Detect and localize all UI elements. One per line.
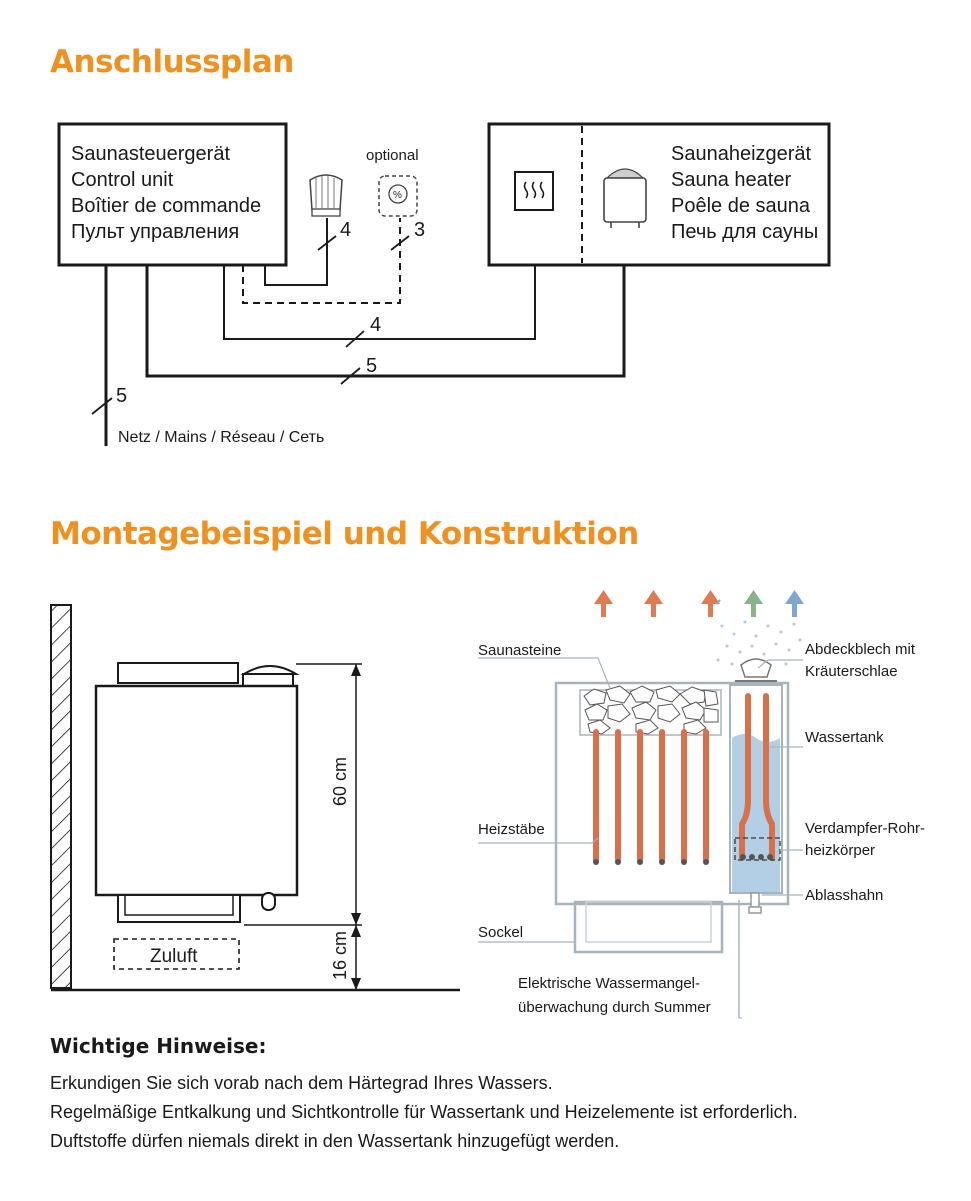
evaporator-label-2: heizkörper: [805, 842, 875, 859]
control-unit-box: [57, 122, 288, 267]
sensor-cable: [264, 218, 328, 286]
link-cable: [223, 265, 536, 340]
steam-dots: [716, 620, 802, 666]
heater-label-de: Saunaheizgerät: [671, 143, 812, 165]
heater-base: [573, 900, 724, 954]
temperature-sensor-icon: [309, 174, 343, 217]
mains-cable-number: 5: [116, 385, 127, 407]
important-notes: Wichtige Hinweise: Erkundigen Sie sich v…: [50, 1034, 930, 1159]
control-unit-label-ru: Пульт управления: [71, 221, 239, 243]
power-cable: [145, 265, 626, 378]
drain-label: Ablasshahn: [805, 887, 883, 904]
evaporator-heater: [739, 693, 775, 861]
heater-side-view: [94, 662, 300, 923]
note-line: Erkundigen Sie sich vorab nach dem Härte…: [50, 1073, 553, 1093]
heating-rods: [593, 729, 709, 865]
control-unit-label-de: Saunasteuergerät: [71, 143, 230, 165]
leader-lines: [478, 657, 803, 1019]
height-upper-label: 60 cm: [330, 757, 350, 806]
water-tank-water: [732, 734, 780, 892]
heat-symbol-icon: [514, 171, 554, 211]
heater-box: [487, 122, 831, 267]
optional-cable-number: 3: [414, 219, 425, 241]
outflow-arrows: [594, 590, 804, 617]
wiring-plan-heading: Anschlussplan: [50, 44, 294, 80]
sauna-stones: [583, 685, 719, 735]
power-cable-number: 5: [366, 355, 377, 377]
height-lower-label: 16 cm: [330, 931, 350, 980]
wall: [50, 604, 72, 989]
notes-title: Wichtige Hinweise:: [50, 1034, 267, 1058]
control-unit-label-en: Control unit: [71, 169, 174, 191]
note-line: Duftstoffe dürfen niemals direkt in den …: [50, 1131, 620, 1151]
mains-label: Netz / Mains / Réseau / Сеть: [118, 429, 324, 446]
mounting-heading: Montagebeispiel und Konstruktion: [50, 516, 639, 552]
evaporator-label-1: Verdampfer-Rohr-: [805, 820, 925, 837]
control-unit-label-fr: Boîtier de commande: [71, 195, 261, 217]
optional-cable: [242, 218, 401, 304]
tank-label: Wassertank: [805, 729, 884, 746]
note-line: Regelmäßige Entkalkung und Sichtkontroll…: [50, 1102, 798, 1122]
svg-text:%: %: [393, 190, 402, 201]
heater-label-en: Sauna heater: [671, 169, 791, 191]
sensor-cable-number: 4: [340, 219, 351, 241]
optional-label: optional: [366, 147, 419, 164]
heater-label-fr: Poêle de sauna: [671, 195, 811, 217]
air-inlet-label: Zuluft: [150, 946, 198, 967]
mounting-diagram: 60 cm 16 cm Zuluft: [50, 590, 925, 1019]
monitor-label-2: überwachung durch Summer: [518, 999, 711, 1016]
base-label: Sockel: [478, 924, 523, 941]
humidity-sensor-icon: %: [378, 175, 418, 217]
monitor-label-1: Elektrische Wassermangel-: [518, 975, 700, 992]
stones-label: Saunasteine: [478, 642, 561, 659]
link-cable-number: 4: [370, 314, 381, 336]
sauna-heater-icon: [603, 168, 647, 228]
cover-label-1: Abdeckblech mit: [805, 641, 916, 658]
air-inlet-box: [113, 938, 240, 970]
wiring-diagram: Saunasteuergerät Control unit Boîtier de…: [57, 122, 831, 446]
cover-label-2: Kräuterschlae: [805, 663, 898, 680]
rods-label: Heizstäbe: [478, 821, 545, 838]
drain-tap: [748, 892, 762, 914]
heater-label-ru: Печь для сауны: [671, 221, 818, 243]
